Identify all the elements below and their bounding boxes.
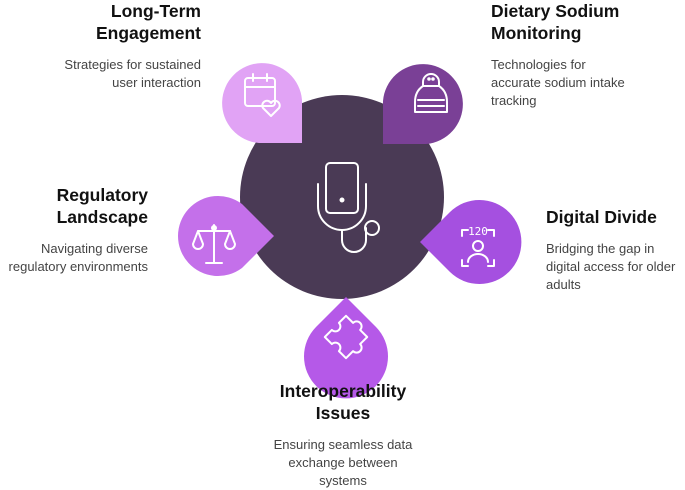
interop-bubble xyxy=(304,297,389,399)
sodium-description: Technologies for accurate sodium intake … xyxy=(491,57,625,108)
divide-icon-text: 120 xyxy=(468,225,488,238)
sodium-bubble xyxy=(383,64,463,144)
interop-description: Ensuring seamless data exchange between … xyxy=(273,437,413,488)
sodium-title: Dietary Sodium Monitoring xyxy=(491,1,620,43)
label-sodium: Dietary Sodium Monitoring Technologies f… xyxy=(491,0,681,110)
long-term-description: Strategies for sustained user interactio… xyxy=(64,57,201,90)
center-circle xyxy=(240,95,444,299)
calendar-heart-icon xyxy=(244,73,281,117)
regulatory-description: Navigating diverse regulatory environmen… xyxy=(8,241,148,274)
divide-bubble xyxy=(420,200,522,284)
divide-description: Bridging the gap in digital access for o… xyxy=(546,241,676,292)
label-interop: Interoperability Issues Ensuring seamles… xyxy=(243,380,443,490)
face-scan-120-icon: 120 xyxy=(461,225,495,267)
regulatory-bubble xyxy=(178,196,274,276)
regulatory-title: Regulatory Landscape xyxy=(56,185,148,227)
label-divide: Digital Divide Bridging the gap in digit… xyxy=(546,206,682,294)
salt-shaker-icon xyxy=(414,73,448,113)
long-term-title: Long-Term Engagement xyxy=(95,1,201,43)
label-long-term: Long-Term Engagement Strategies for sust… xyxy=(1,0,201,92)
stethoscope-tablet-icon xyxy=(317,162,380,253)
divide-title: Digital Divide xyxy=(546,207,657,227)
interop-title: Interoperability Issues xyxy=(279,381,407,423)
scales-icon xyxy=(192,224,236,264)
label-regulatory: Regulatory Landscape Navigating diverse … xyxy=(0,184,148,276)
puzzle-piece-icon xyxy=(323,314,369,360)
